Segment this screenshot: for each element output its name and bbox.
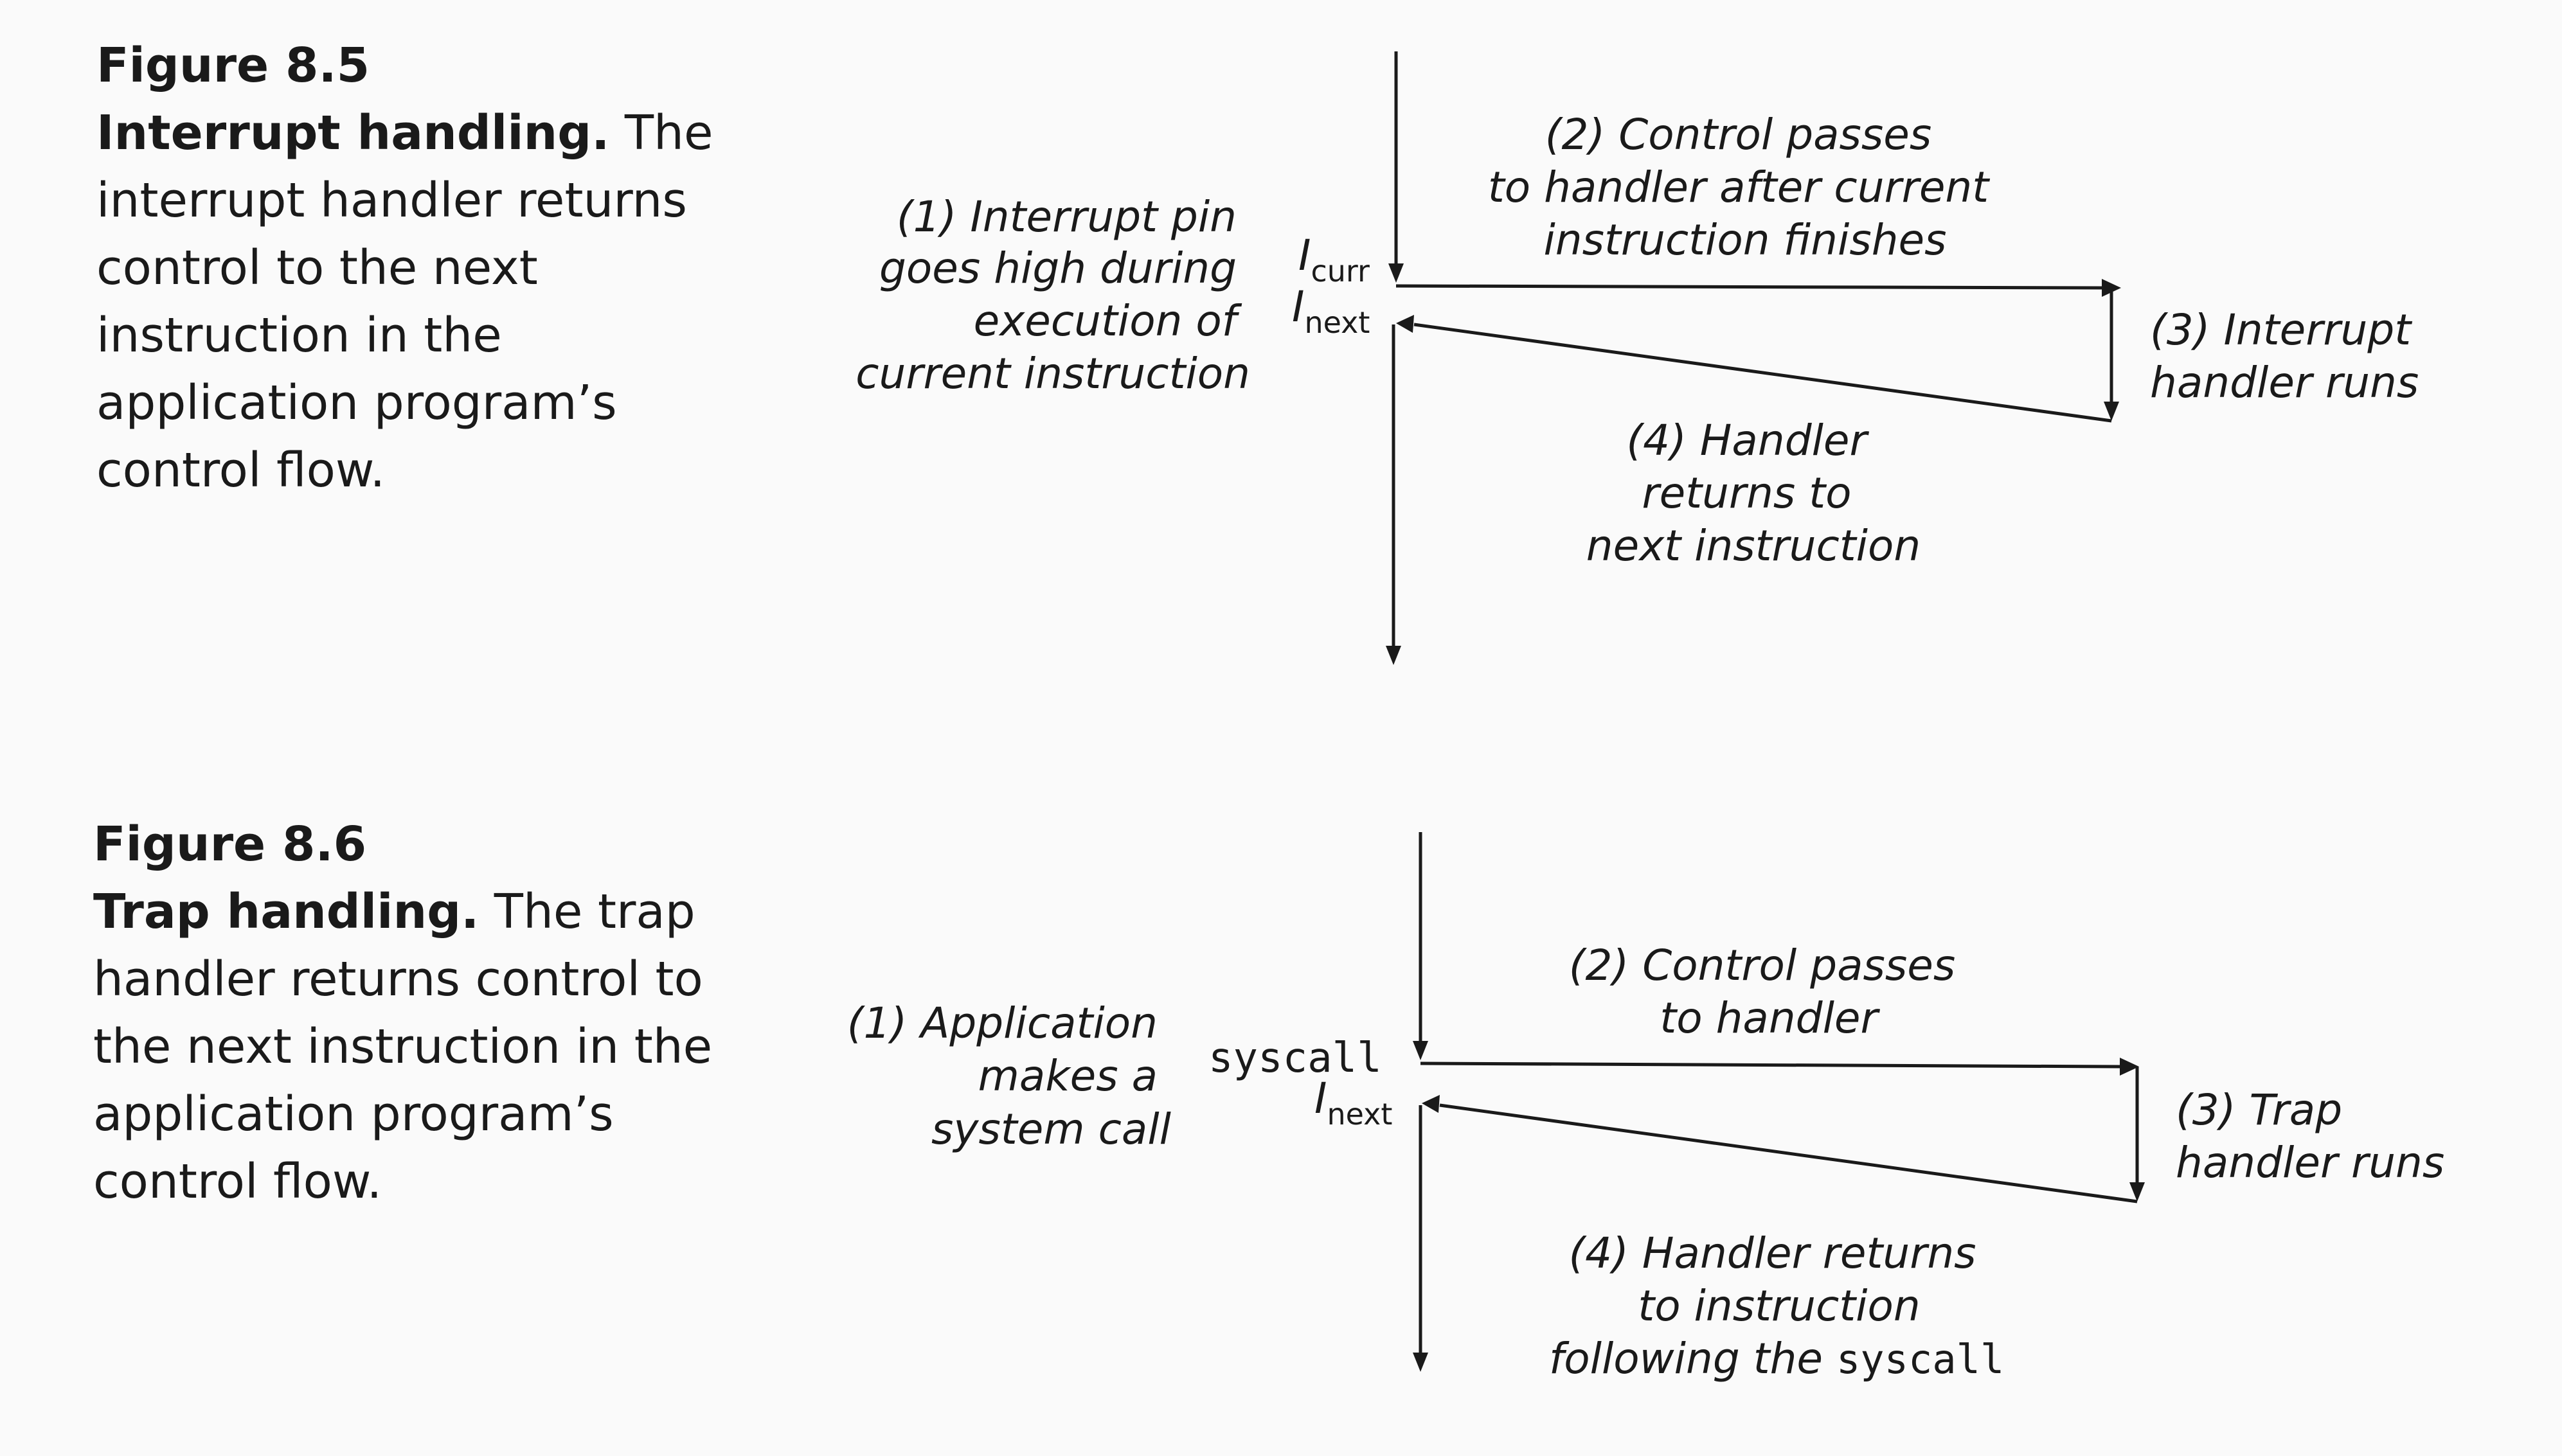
figure-8-6-number: Figure 8.6 [93, 817, 367, 872]
fig86-handler-runs-arrowhead [2129, 1182, 2145, 1202]
figure-8-5-caption-text: The interrupt handler returns control to… [96, 105, 713, 498]
figure-8-6-caption-text: The trap handler returns control to the … [93, 884, 713, 1209]
fig85-to-handler-arrow [1395, 284, 2102, 290]
fig85-flow-arrowhead-lower [1386, 646, 1401, 665]
figure-8-6-title: Trap handling. [93, 884, 479, 939]
figure-8-5-number: Figure 8.5 [96, 38, 370, 93]
fig86-step3-text: (3) Trap handler runs [2176, 1085, 2444, 1187]
fig85-return-arrowhead [1396, 315, 1414, 333]
fig85-label-inext: Inext [1292, 282, 1370, 340]
figure-8-6-caption: Figure 8.6 Trap handling. The trap handl… [93, 811, 749, 1216]
fig86-label-syscall: syscall [1208, 1034, 1382, 1082]
fig86-label-inext: Inext [1314, 1074, 1392, 1132]
fig85-handler-runs-arrowhead [2104, 402, 2119, 421]
fig86-step4-last-line: following the syscall [1549, 1334, 2004, 1383]
figure-8-5-diagram: Icurr Inext (1) Interrupt pin goes high … [855, 51, 2424, 665]
fig85-step4-text: (4) Handler returns to next instruction [1586, 416, 1921, 571]
fig85-step3-text: (3) Interrupt handler runs [2150, 305, 2424, 407]
fig86-to-handler-arrow [1420, 1061, 2120, 1069]
fig86-flow-arrowhead-lower [1413, 1353, 1428, 1372]
fig85-flow-arrowhead-upper [1388, 263, 1404, 283]
figure-8-6-diagram: syscall Inext (1) Application makes a sy… [847, 832, 2444, 1383]
figure-8-5-caption: Figure 8.5 Interrupt handling. The inter… [96, 32, 739, 504]
figure-8-5-title: Interrupt handling. [96, 105, 610, 161]
fig86-return-arrowhead [1422, 1095, 1440, 1113]
fig86-flow-arrowhead-upper [1413, 1041, 1428, 1060]
fig85-step1-text: (1) Interrupt pin goes high during execu… [855, 192, 1250, 398]
fig85-label-icurr: Icurr [1298, 231, 1370, 289]
fig86-to-handler-arrowhead [2120, 1058, 2139, 1076]
fig85-return-arrow [1413, 323, 2112, 423]
fig86-step1-text: (1) Application makes a system call [847, 999, 1172, 1154]
fig86-step4-text: (4) Handler returns to instruction [1568, 1229, 1989, 1331]
fig86-return-arrow [1439, 1103, 2138, 1203]
fig85-step2-text: (2) Control passes to handler after curr… [1488, 110, 2002, 265]
fig86-step2-text: (2) Control passes to handler [1569, 941, 1969, 1043]
